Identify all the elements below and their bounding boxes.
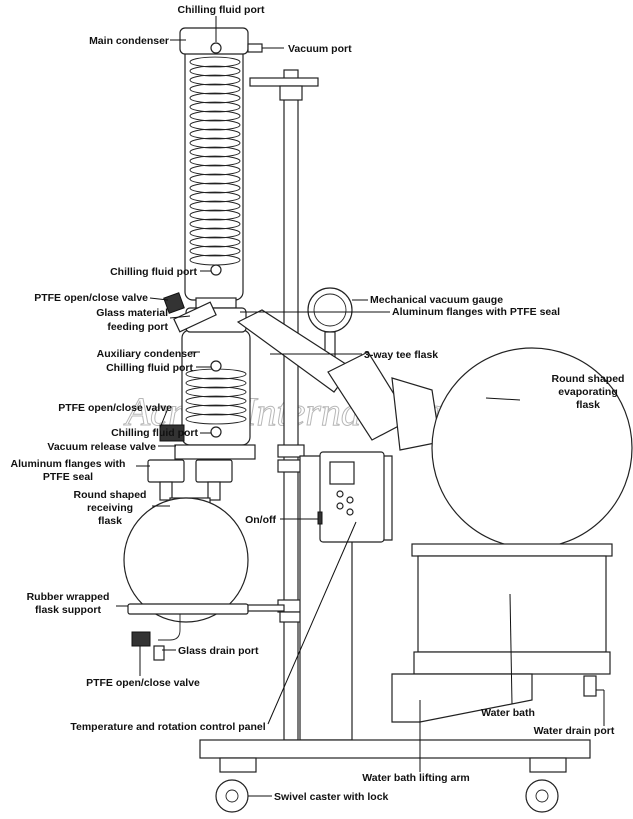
mechanical-vacuum-gauge bbox=[307, 287, 353, 359]
swivel-caster-right bbox=[525, 779, 559, 813]
base-frame bbox=[199, 739, 591, 773]
label-temperature-rotation-control-panel: Temperature and rotation control panel bbox=[70, 721, 265, 733]
coil-loop bbox=[189, 119, 241, 131]
coil-loop bbox=[185, 395, 247, 407]
coil-loop bbox=[185, 413, 247, 425]
leader-lines bbox=[116, 16, 605, 797]
coil-loop bbox=[185, 377, 247, 389]
coil-loop bbox=[185, 404, 247, 416]
ptfe-valve-top bbox=[163, 292, 217, 333]
coil-loop bbox=[189, 65, 241, 77]
label-chilling-fluid-port-top: Chilling fluid port bbox=[178, 4, 265, 16]
label-glass-material-feeding-port-2: feeding port bbox=[107, 321, 168, 333]
label-three-way-tee-flask: 3-way tee flask bbox=[364, 349, 438, 361]
coil-loop bbox=[189, 245, 241, 257]
main-condenser bbox=[179, 27, 263, 309]
coil-loop bbox=[189, 56, 241, 68]
coil-loop bbox=[189, 110, 241, 122]
coil-loop bbox=[189, 191, 241, 203]
coil-loop bbox=[185, 386, 247, 398]
label-ptfe-valve-top: PTFE open/close valve bbox=[34, 292, 148, 304]
label-glass-material-feeding-port: Glass material bbox=[96, 307, 168, 319]
coil-loop bbox=[189, 182, 241, 194]
label-main-condenser: Main condenser bbox=[89, 35, 169, 47]
label-vacuum-release-valve: Vacuum release valve bbox=[47, 441, 156, 453]
vacuum-port-icon bbox=[247, 43, 263, 53]
label-vacuum-port: Vacuum port bbox=[288, 43, 352, 55]
label-water-drain-port: Water drain port bbox=[534, 725, 615, 737]
label-chilling-fluid-port-low: Chilling fluid port bbox=[111, 427, 198, 439]
ptfe-valve-mid-icon bbox=[159, 424, 185, 442]
label-chilling-fluid-port-mid: Chilling fluid port bbox=[110, 266, 197, 278]
label-aluminum-flanges-lower: Aluminum flanges with bbox=[11, 458, 126, 470]
auxiliary-condenser bbox=[159, 307, 256, 460]
panel-button bbox=[336, 502, 344, 510]
aluminum-flanges-lower bbox=[147, 459, 233, 501]
three-way-tee-flask bbox=[236, 309, 441, 451]
label-round-evaporating-flask-2: evaporating bbox=[558, 386, 618, 398]
label-round-receiving-flask-2: receiving bbox=[87, 502, 133, 514]
on-off-switch-icon bbox=[317, 511, 323, 525]
coil-loop bbox=[189, 146, 241, 158]
control-display bbox=[329, 461, 355, 485]
ptfe-valve-bottom-icon bbox=[131, 631, 151, 647]
label-mechanical-vacuum-gauge: Mechanical vacuum gauge bbox=[370, 294, 503, 306]
label-round-evaporating-flask: Round shaped bbox=[552, 373, 625, 385]
receiving-flask bbox=[123, 497, 285, 661]
coil-loop bbox=[189, 209, 241, 221]
lower-flange-block bbox=[174, 444, 256, 460]
label-on-off: On/off bbox=[245, 514, 276, 526]
coil-loop bbox=[189, 155, 241, 167]
label-glass-drain-port: Glass drain port bbox=[178, 645, 259, 657]
label-water-bath: Water bath bbox=[481, 707, 535, 719]
coil-loop bbox=[189, 101, 241, 113]
part-labels: Chilling fluid port Main condenser Vacuu… bbox=[11, 4, 625, 803]
coil-loop bbox=[189, 74, 241, 86]
rubber-wrapped-support bbox=[127, 603, 249, 615]
label-ptfe-valve-bottom: PTFE open/close valve bbox=[86, 677, 200, 689]
coil-loop bbox=[189, 128, 241, 140]
panel-button bbox=[346, 508, 354, 516]
coil-loop bbox=[189, 92, 241, 104]
panel-button bbox=[346, 496, 354, 504]
panel-button bbox=[336, 490, 344, 498]
support-mast bbox=[249, 69, 319, 741]
coil-loop bbox=[189, 83, 241, 95]
label-aluminum-flanges-lower-2: PTFE seal bbox=[43, 471, 93, 483]
water-drain-port-icon bbox=[583, 675, 597, 697]
chilling-fluid-port-top-icon bbox=[210, 42, 222, 54]
condenser-coil bbox=[189, 56, 241, 266]
water-bath-lifting-arm bbox=[391, 673, 533, 723]
label-rubber-wrapped-flask-support: Rubber wrapped bbox=[27, 591, 110, 603]
coil-loop bbox=[189, 200, 241, 212]
label-rubber-wrapped-flask-support-2: flask support bbox=[35, 604, 101, 616]
label-water-bath-lifting-arm: Water bath lifting arm bbox=[362, 772, 470, 784]
label-auxiliary-condenser: Auxiliary condenser bbox=[97, 348, 197, 360]
label-aluminum-flanges-top: Aluminum flanges with PTFE seal bbox=[392, 306, 560, 318]
coil-loop bbox=[189, 227, 241, 239]
label-ptfe-valve-mid: PTFE open/close valve bbox=[58, 402, 172, 414]
water-bath bbox=[411, 543, 613, 697]
chilling-fluid-port-aux-icon bbox=[210, 360, 222, 372]
control-housing bbox=[299, 451, 393, 741]
glass-drain-port-icon bbox=[153, 645, 165, 661]
coil-loop bbox=[189, 164, 241, 176]
chilling-fluid-port-mid-icon bbox=[210, 264, 222, 276]
coil-loop bbox=[189, 236, 241, 248]
label-round-receiving-flask: Round shaped bbox=[74, 489, 147, 501]
chilling-fluid-port-low-icon bbox=[210, 426, 222, 438]
swivel-caster-left bbox=[215, 779, 249, 813]
coil-loop bbox=[189, 218, 241, 230]
coil-loop bbox=[189, 173, 241, 185]
label-swivel-caster-with-lock: Swivel caster with lock bbox=[274, 791, 389, 803]
label-round-evaporating-flask-3: flask bbox=[576, 399, 600, 411]
label-chilling-fluid-port-aux: Chilling fluid port bbox=[106, 362, 193, 374]
coil-loop bbox=[189, 137, 241, 149]
label-round-receiving-flask-3: flask bbox=[98, 515, 122, 527]
